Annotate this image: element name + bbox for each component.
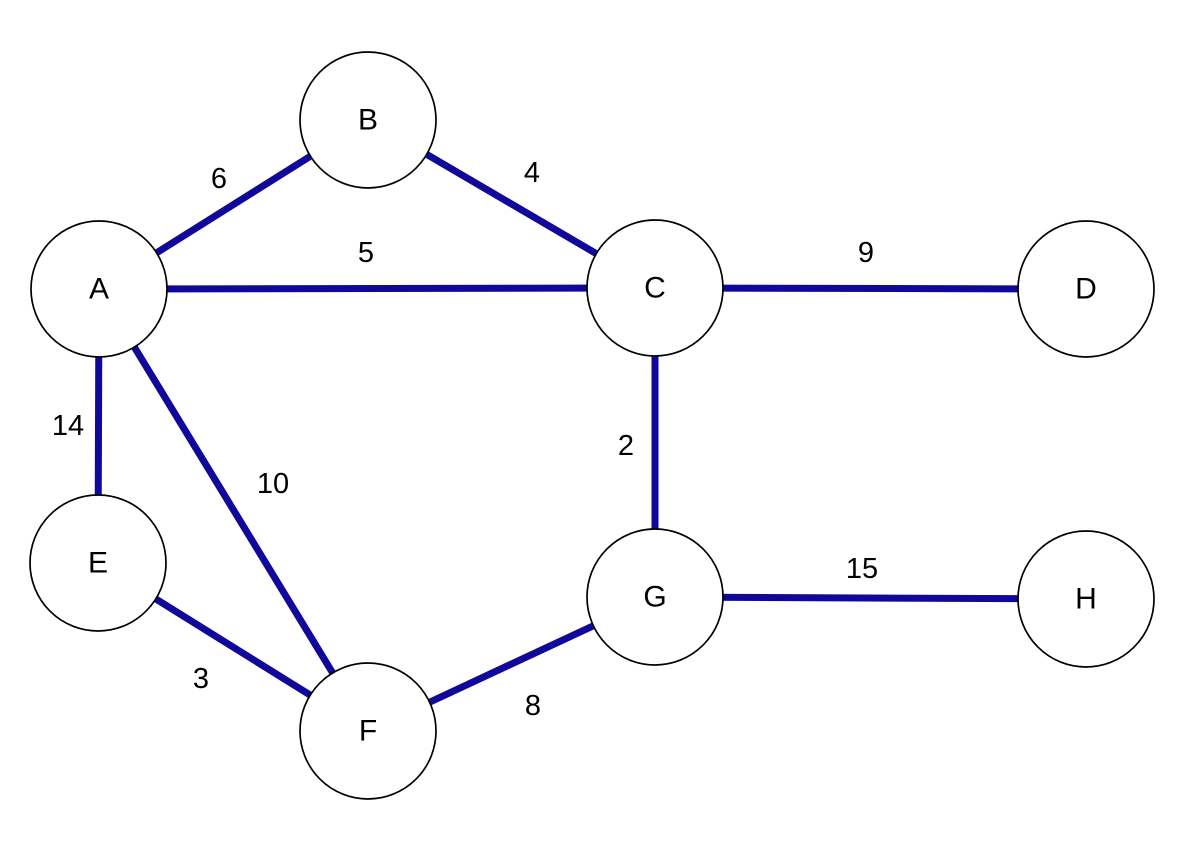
node-label-G: G (643, 581, 666, 614)
edge-A-C (98, 284, 656, 293)
edge-weight-A-F: 10 (257, 468, 289, 500)
node-label-D: D (1075, 273, 1097, 306)
node-E (29, 494, 167, 632)
node-A (30, 220, 168, 358)
edge-weight-A-B: 6 (211, 163, 227, 195)
edge-weight-G-H: 15 (846, 553, 878, 585)
node-H (1017, 530, 1155, 668)
edge-weight-A-E: 14 (52, 410, 84, 442)
edge-weight-C-D: 9 (858, 237, 874, 269)
node-label-H: H (1075, 583, 1097, 616)
edge-weight-E-F: 3 (193, 663, 209, 695)
edge-G-H (654, 593, 1087, 603)
node-F (299, 662, 437, 800)
edge-weight-F-G: 8 (525, 690, 541, 722)
node-label-A: A (89, 273, 109, 306)
node-label-C: C (644, 272, 666, 305)
edge-weight-B-C: 4 (524, 157, 540, 189)
node-G (586, 528, 724, 666)
node-D (1017, 220, 1155, 358)
edge-C-D (654, 284, 1087, 293)
node-label-F: F (359, 715, 377, 748)
edge-weight-C-G: 2 (618, 430, 634, 462)
edge-weight-A-C: 5 (358, 237, 374, 269)
node-label-E: E (88, 547, 108, 580)
node-C (586, 219, 724, 357)
node-label-B: B (358, 104, 378, 137)
edge-A-F (96, 287, 371, 733)
node-B (299, 51, 437, 189)
